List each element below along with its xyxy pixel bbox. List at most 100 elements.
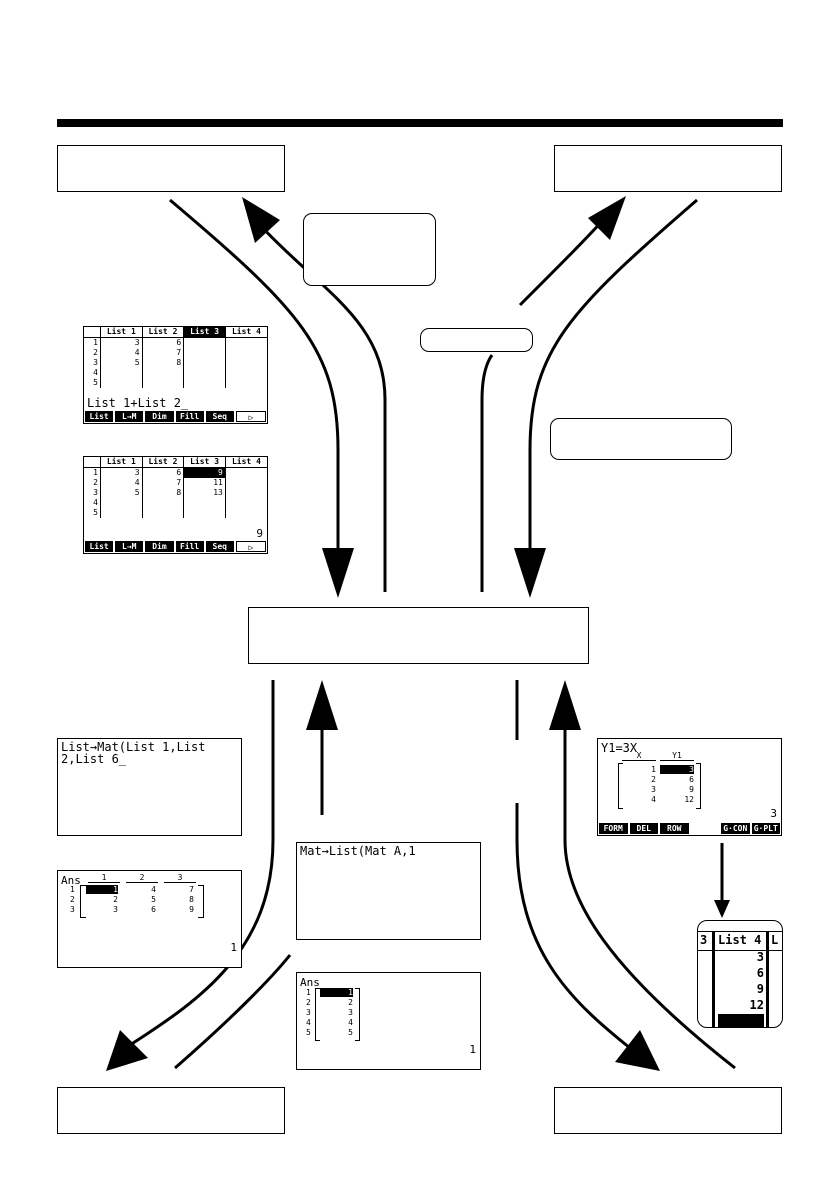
- arrowhead-6: [306, 680, 338, 730]
- row-index: 4: [93, 498, 98, 507]
- fkey-dim: Dim: [145, 541, 174, 552]
- command-text: List→Mat(List 1,List 2,List 6_: [61, 740, 206, 766]
- cell: 7: [189, 885, 194, 894]
- result-value: 1: [230, 941, 237, 954]
- cell: 8: [141, 488, 184, 498]
- cell: 9: [689, 785, 694, 794]
- command-line: List 1+List 2_: [87, 396, 189, 410]
- cell: 5: [348, 1028, 353, 1037]
- fkey-g-plt: G·PLT: [751, 823, 780, 834]
- matrix-bracket-left: [315, 988, 320, 1041]
- cell: 4: [348, 1018, 353, 1027]
- cell-selected: 1: [320, 988, 353, 997]
- cell: 6: [141, 467, 184, 478]
- row-index: 3: [70, 905, 75, 914]
- zoom-cell: 12: [749, 998, 764, 1012]
- arrowhead-3: [588, 196, 626, 240]
- table-bracket-left: [618, 763, 623, 809]
- row-index: 1: [93, 468, 98, 477]
- cell-selected: 3: [660, 765, 694, 774]
- fkey-fill: Fill: [175, 411, 204, 422]
- callout-box-right: [550, 418, 732, 460]
- cell: 5: [100, 488, 143, 498]
- list-header: List 1: [100, 457, 143, 468]
- calc-screen-list-ans: Ans 1 2 3 4 5 1 2 3 4 5 1: [296, 972, 481, 1070]
- col-header-x: X: [622, 751, 656, 761]
- cell: 3: [651, 785, 656, 794]
- ans-label: Ans: [300, 976, 320, 989]
- header-rule: [57, 119, 783, 127]
- arrow-path-4: [528, 198, 698, 548]
- calc-screen-list-to-mat: List→Mat(List 1,List 2,List 6_: [57, 738, 242, 836]
- row-index: 5: [93, 508, 98, 517]
- cell: 13: [183, 488, 226, 498]
- arrowhead-4: [514, 548, 546, 598]
- arrow-path-10: [515, 803, 631, 1050]
- cell: 6: [151, 905, 156, 914]
- cell: 2: [348, 998, 353, 1007]
- fkey-del: DEL: [629, 823, 658, 834]
- ans-label: Ans: [61, 874, 81, 887]
- zoom-header-right: L: [771, 933, 779, 947]
- fkey-row: ROW: [660, 823, 689, 834]
- row-index: 2: [93, 478, 98, 487]
- fkey-l-to-m: L→M: [115, 541, 144, 552]
- callout-box-small: [420, 328, 533, 352]
- fkey-next: ▷: [235, 541, 267, 552]
- zoom-header-row: [698, 931, 782, 951]
- row-index: 1: [306, 988, 311, 997]
- table-bracket-right: [696, 763, 701, 809]
- command-text: Mat→List(Mat A,1: [300, 844, 416, 858]
- row-index: 5: [306, 1028, 311, 1037]
- calc-screen-mat-to-list: Mat→List(Mat A,1: [296, 842, 481, 940]
- row-index: 1: [93, 338, 98, 347]
- zoom-cell: 6: [756, 966, 764, 980]
- callout-box-top: [303, 213, 436, 286]
- cell: 4: [100, 478, 143, 488]
- cell: 5: [151, 895, 156, 904]
- cell: 2: [113, 895, 118, 904]
- cell: 1: [651, 765, 656, 774]
- cell: 4: [151, 885, 156, 894]
- cell: 6: [141, 337, 184, 348]
- function-label: Y1=3X: [601, 741, 638, 755]
- calc-screen-function-table: Y1=3X X Y1 1 2 3 4 3 6 9 12 3 FORM DEL R…: [597, 738, 782, 836]
- matrix-bracket-right: [198, 885, 204, 918]
- calc-screen-list-zoom: 3 List 4 L 3 6 9 12: [697, 920, 783, 1028]
- zoom-divider-right: [766, 931, 769, 1027]
- fkey-seq: Seq: [205, 411, 234, 422]
- zoom-header: List 4: [718, 933, 762, 947]
- label-box-top-left: [57, 145, 285, 192]
- label-box-bottom-right: [554, 1087, 782, 1134]
- list-header: List 4: [224, 457, 267, 468]
- row-index: 2: [93, 348, 98, 357]
- list-header: List 3: [183, 457, 226, 468]
- col-header-y1: Y1: [660, 751, 694, 761]
- row-index: 2: [306, 998, 311, 1007]
- arrow-path-11: [563, 730, 736, 1070]
- list-header: List 4: [224, 327, 267, 338]
- cell: 2: [651, 775, 656, 784]
- result-value: 3: [770, 807, 777, 820]
- col-header: 1: [88, 873, 120, 883]
- cell: 4: [100, 348, 143, 358]
- row-index: 1: [70, 885, 75, 894]
- arrowhead-5: [106, 1030, 148, 1071]
- row-index: 3: [93, 358, 98, 367]
- cell: 7: [141, 348, 184, 358]
- cell: 3: [100, 337, 143, 348]
- cell: 3: [113, 905, 118, 914]
- cell: 5: [100, 358, 143, 368]
- fkey-list: List: [85, 411, 114, 422]
- fkey-l-to-m: L→M: [115, 411, 144, 422]
- center-box: [248, 607, 589, 664]
- fkey-empty: [690, 823, 719, 834]
- result-value: 9: [256, 527, 263, 540]
- zoom-cell: 3: [756, 950, 764, 964]
- arrowhead-8: [549, 680, 581, 730]
- fkey-fill: Fill: [175, 541, 204, 552]
- fkey-list: List: [85, 541, 114, 552]
